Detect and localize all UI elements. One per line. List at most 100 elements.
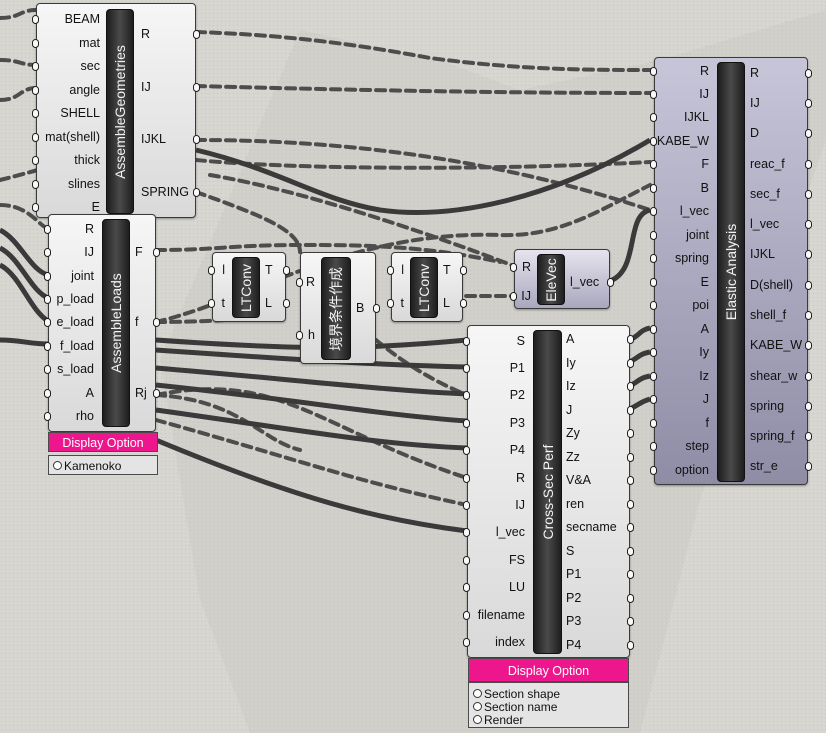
output-grip[interactable] bbox=[627, 546, 634, 556]
input-p-load[interactable]: p_load bbox=[56, 291, 94, 306]
input-p1[interactable]: P1 bbox=[509, 360, 525, 375]
input-grip[interactable] bbox=[650, 206, 657, 216]
output-grip[interactable] bbox=[805, 310, 812, 320]
component-title-bar[interactable]: AssembleGeometries bbox=[106, 9, 134, 214]
output-grip[interactable] bbox=[193, 134, 200, 144]
output-grip[interactable] bbox=[153, 388, 160, 398]
input-grip[interactable] bbox=[650, 418, 657, 428]
output-grip[interactable] bbox=[627, 499, 634, 509]
input-p2[interactable]: P2 bbox=[509, 387, 525, 402]
radio-section-name[interactable]: Section name bbox=[473, 701, 557, 713]
input-ijkl[interactable]: IJKL bbox=[683, 109, 709, 124]
input-grip[interactable] bbox=[463, 445, 470, 455]
input-h[interactable]: h bbox=[308, 327, 315, 342]
input-ij[interactable]: IJ bbox=[521, 288, 531, 303]
input-grip[interactable] bbox=[44, 317, 51, 327]
input-spring[interactable]: spring bbox=[674, 250, 709, 265]
input-joint[interactable]: joint bbox=[686, 227, 709, 242]
component-title-bar[interactable]: LTConv bbox=[410, 257, 438, 318]
input-f-load[interactable]: f_load bbox=[59, 338, 94, 353]
input-beam[interactable]: BEAM bbox=[64, 11, 100, 26]
input-grip[interactable] bbox=[463, 555, 470, 565]
output-grip[interactable] bbox=[627, 616, 634, 626]
input-r[interactable]: R bbox=[699, 63, 709, 78]
output-grip[interactable] bbox=[607, 277, 614, 287]
input-grip[interactable] bbox=[32, 14, 39, 24]
output-grip[interactable] bbox=[805, 98, 812, 108]
output-ij[interactable]: IJ bbox=[750, 95, 760, 110]
output-grip[interactable] bbox=[627, 381, 634, 391]
radio-section-shape[interactable]: Section shape bbox=[473, 688, 560, 700]
input-grip[interactable] bbox=[463, 610, 470, 620]
output-str-e[interactable]: str_e bbox=[750, 458, 778, 473]
output-p3[interactable]: P3 bbox=[566, 613, 582, 628]
input-r[interactable]: R bbox=[521, 259, 531, 274]
input-grip[interactable] bbox=[650, 324, 657, 334]
component-title-bar[interactable]: Elastic Analysis bbox=[717, 62, 745, 482]
output-shell-f[interactable]: shell_f bbox=[750, 307, 787, 322]
input-grip[interactable] bbox=[463, 390, 470, 400]
input-r[interactable]: R bbox=[305, 274, 315, 289]
input-p4[interactable]: P4 bbox=[509, 442, 525, 457]
output-grip[interactable] bbox=[805, 68, 812, 78]
output-grip[interactable] bbox=[153, 247, 160, 257]
output-reac-f[interactable]: reac_f bbox=[750, 156, 785, 171]
input-option[interactable]: option bbox=[674, 462, 709, 477]
output-grip[interactable] bbox=[627, 428, 634, 438]
input-ij[interactable]: IJ bbox=[515, 497, 525, 512]
output-rj[interactable]: Rj bbox=[135, 385, 147, 400]
output-grip[interactable] bbox=[805, 128, 812, 138]
input-iy[interactable]: Iy bbox=[699, 344, 709, 359]
input-j[interactable]: J bbox=[702, 391, 709, 406]
input-grip[interactable] bbox=[650, 89, 657, 99]
assemble-geometries-component[interactable]: AssembleGeometries BEAM mat sec angle SH… bbox=[36, 3, 196, 218]
input-grip[interactable] bbox=[32, 202, 39, 212]
input-b[interactable]: B bbox=[700, 180, 709, 195]
input-s-load[interactable]: s_load bbox=[57, 361, 94, 376]
input-grip[interactable] bbox=[44, 224, 51, 234]
input-grip[interactable] bbox=[463, 637, 470, 647]
input-grip[interactable] bbox=[44, 271, 51, 281]
output-spring[interactable]: spring bbox=[750, 398, 785, 413]
input-t[interactable]: t bbox=[400, 295, 404, 310]
input-grip[interactable] bbox=[650, 253, 657, 263]
component-title-bar[interactable]: Cross-Sec Perf bbox=[533, 330, 562, 654]
input-index[interactable]: index bbox=[495, 634, 525, 649]
input-ij[interactable]: IJ bbox=[84, 244, 94, 259]
elevec-component[interactable]: EleVec R IJ l_vec bbox=[514, 249, 610, 309]
output-grip[interactable] bbox=[627, 522, 634, 532]
output-grip[interactable] bbox=[627, 334, 634, 344]
boundary-condition-component[interactable]: 境界条件作成 R h B bbox=[300, 252, 376, 364]
input-grip[interactable] bbox=[650, 371, 657, 381]
output-r[interactable]: R bbox=[750, 65, 760, 80]
output-p1[interactable]: P1 bbox=[566, 566, 582, 581]
input-grip[interactable] bbox=[463, 500, 470, 510]
input-grip[interactable] bbox=[32, 179, 39, 189]
output-grip[interactable] bbox=[627, 452, 634, 462]
input-mat[interactable]: mat bbox=[79, 35, 100, 50]
input-grip[interactable] bbox=[463, 418, 470, 428]
output-shear-w[interactable]: shear_w bbox=[750, 368, 798, 383]
input-grip[interactable] bbox=[463, 527, 470, 537]
input-rho[interactable]: rho bbox=[75, 408, 94, 423]
input-grip[interactable] bbox=[44, 411, 51, 421]
output-grip[interactable] bbox=[805, 159, 812, 169]
output-grip[interactable] bbox=[805, 189, 812, 199]
output-l-vec[interactable]: l_vec bbox=[570, 274, 600, 289]
input-joint[interactable]: joint bbox=[71, 268, 94, 283]
output-grip[interactable] bbox=[627, 569, 634, 579]
input-grip[interactable] bbox=[32, 85, 39, 95]
input-s[interactable]: S bbox=[516, 333, 525, 348]
output-f-upper[interactable]: F bbox=[135, 244, 143, 259]
ltconv-component-2[interactable]: LTConv l t T L bbox=[391, 252, 463, 322]
input-grip[interactable] bbox=[208, 298, 215, 308]
input-fs[interactable]: FS bbox=[509, 552, 525, 567]
input-grip[interactable] bbox=[44, 388, 51, 398]
output-grip[interactable] bbox=[460, 298, 467, 308]
input-sec[interactable]: sec bbox=[80, 58, 100, 73]
output-grip[interactable] bbox=[805, 431, 812, 441]
output-j[interactable]: J bbox=[566, 402, 573, 417]
output-grip[interactable] bbox=[805, 401, 812, 411]
input-grip[interactable] bbox=[463, 336, 470, 346]
input-r[interactable]: R bbox=[84, 221, 94, 236]
